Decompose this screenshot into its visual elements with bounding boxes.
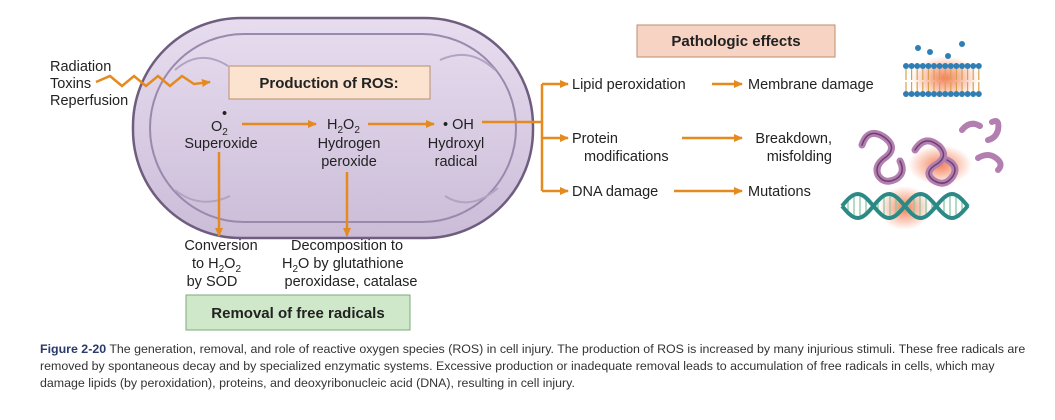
sod-text-1: Conversion <box>184 238 257 254</box>
hydroxyl-formula: • OH <box>443 117 474 133</box>
stimulus-reperfusion: Reperfusion <box>50 93 128 109</box>
membrane-illustration <box>903 41 982 100</box>
hydroxyl-label-1: Hydroxyl <box>428 136 484 152</box>
glutathione-text-3: peroxidase, catalase <box>285 274 418 290</box>
removal-box: Removal of free radicals <box>185 294 411 331</box>
dna-damage-label: DNA damage <box>572 184 658 200</box>
ros-diagram: Radiation Toxins Reperfusion Production … <box>50 16 1004 331</box>
conversion-arrows <box>215 80 743 237</box>
hydroxyl-label-2: radical <box>435 154 478 170</box>
hydrogen-peroxide-formula: H2O2 <box>327 117 360 136</box>
dna-illustration <box>840 186 970 230</box>
figure-caption: Figure 2-20 The generation, removal, and… <box>40 341 1035 392</box>
membrane-damage-label: Membrane damage <box>748 77 874 93</box>
svg-text:H2O2: H2O2 <box>327 117 360 136</box>
glutathione-text-1: Decomposition to <box>291 238 403 254</box>
hydrogen-peroxide-label-1: Hydrogen <box>318 136 381 152</box>
mutations-label: Mutations <box>748 184 811 200</box>
superoxide-formula: O2 • <box>211 106 228 138</box>
pathologic-title: Pathologic effects <box>671 33 800 50</box>
hydrogen-peroxide-label-2: peroxide <box>321 154 377 170</box>
lipid-peroxidation-label: Lipid peroxidation <box>572 77 686 93</box>
protein-label-2: modifications <box>584 149 669 165</box>
svg-text:•: • <box>222 106 227 122</box>
breakdown-label-1: Breakdown, <box>755 131 832 147</box>
protein-illustration <box>858 118 1004 187</box>
figure-label: Figure 2-20 <box>40 342 107 356</box>
figure-caption-text: The generation, removal, and role of rea… <box>40 342 1026 390</box>
stimulus-toxins: Toxins <box>50 76 91 92</box>
production-title: Production of ROS: <box>259 75 398 92</box>
production-box: Production of ROS: <box>228 65 431 100</box>
sod-text-3: by SOD <box>187 274 238 290</box>
glutathione-text-2: H2O by glutathione <box>282 256 404 275</box>
sod-text-2: to H2O2 <box>192 256 241 275</box>
stimulus-zigzag-arrow <box>95 74 211 88</box>
pathologic-box: Pathologic effects <box>636 24 836 58</box>
svg-text:O2: O2 <box>211 119 228 138</box>
breakdown-label-2: misfolding <box>767 149 832 165</box>
protein-label-1: Protein <box>572 131 618 147</box>
stimulus-radiation: Radiation <box>50 59 111 75</box>
removal-title: Removal of free radicals <box>211 305 384 322</box>
superoxide-label: Superoxide <box>184 136 257 152</box>
